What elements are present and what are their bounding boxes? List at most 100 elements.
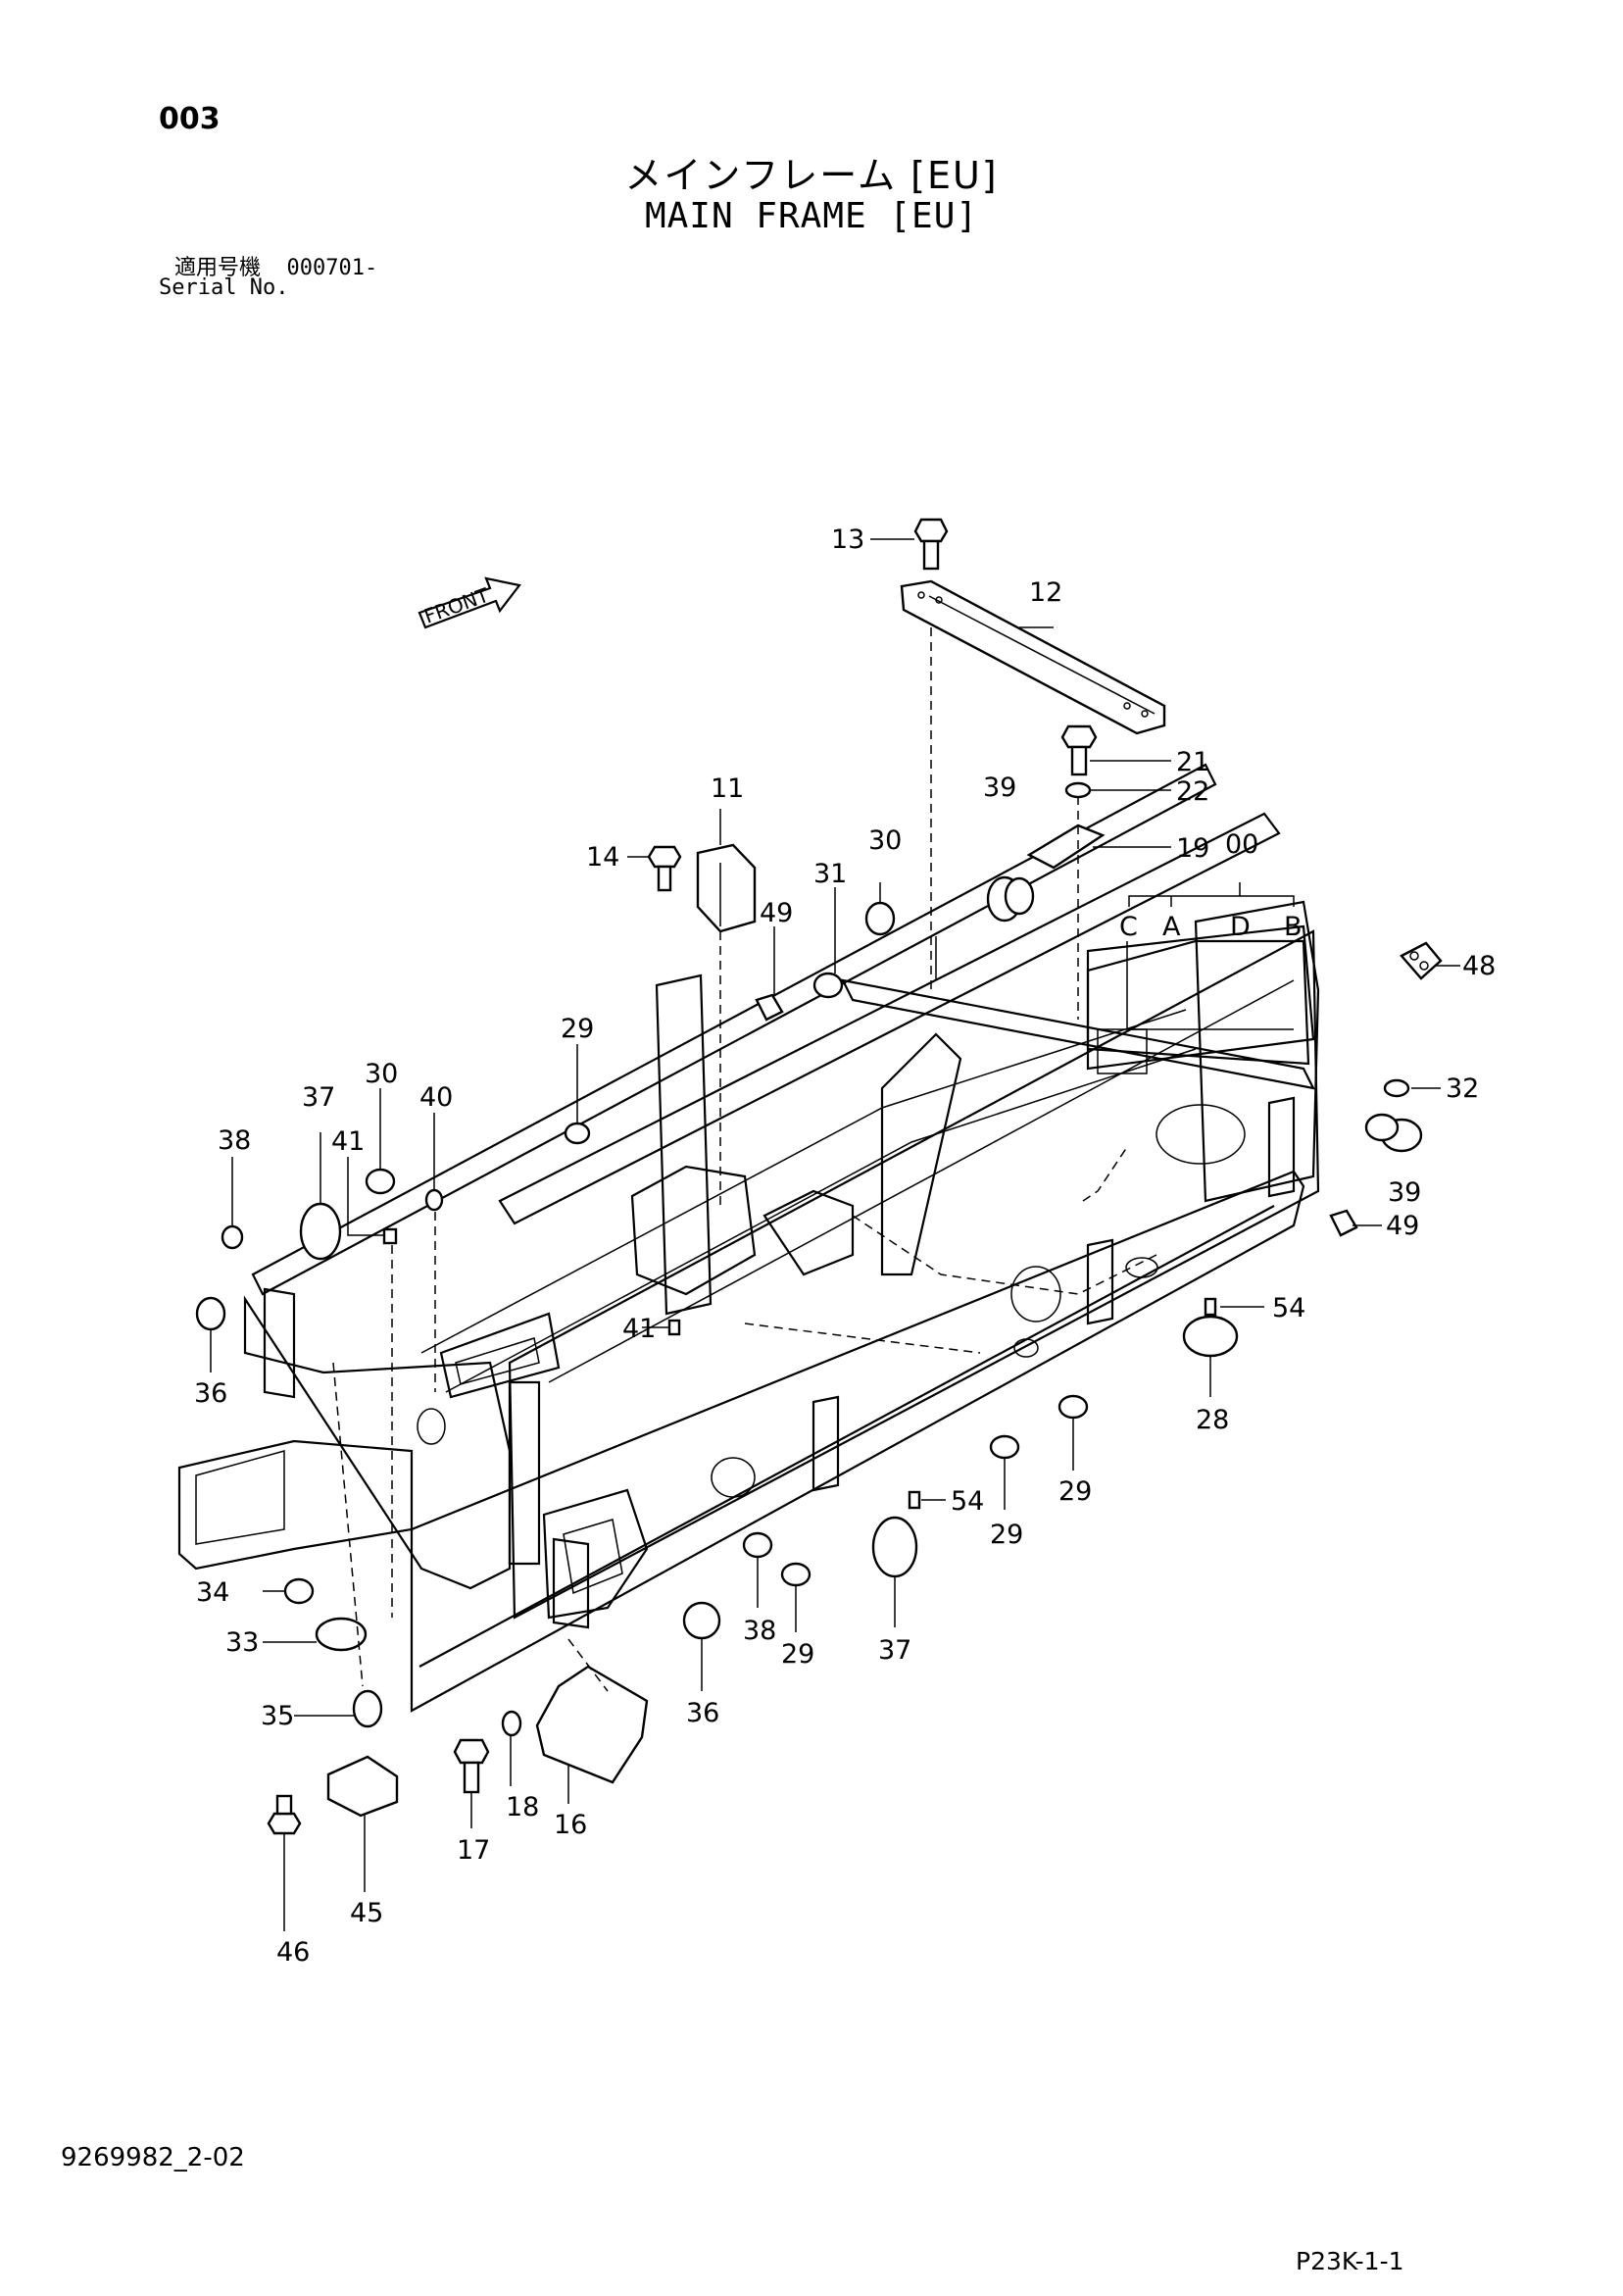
part-49-nut-lower [1329, 1209, 1358, 1237]
callout-22: 22 [1176, 776, 1209, 807]
callout-16: 16 [554, 1810, 587, 1840]
page-title-japanese: メインフレーム [EU] [624, 154, 999, 197]
callout-35: 35 [261, 1701, 294, 1731]
callout-14: 14 [586, 842, 619, 873]
part-29-grommet-b [1057, 1394, 1089, 1420]
callout-28: 28 [1196, 1405, 1229, 1435]
part-18-washer [501, 1710, 522, 1737]
callout-40: 40 [419, 1082, 453, 1113]
callout-38-right: 38 [743, 1616, 776, 1646]
callout-labels: 13 12 21 22 19 00 C A D B 39 48 32 39 49… [194, 524, 1496, 1968]
callout-54-right: 54 [1272, 1293, 1305, 1323]
page-title-english: MAIN FRAME [EU] [644, 196, 979, 236]
callout-49-left: 49 [760, 898, 793, 928]
diagram-id: 9269982_2-02 [61, 2143, 245, 2172]
part-54-pin-left [908, 1490, 921, 1510]
exploded-parts [195, 518, 1443, 1835]
part-49-nut-upper [755, 993, 784, 1022]
part-48-plate [1400, 941, 1443, 980]
part-36-grommet-left [195, 1296, 226, 1331]
callout-38-left: 38 [218, 1125, 251, 1156]
callout-34: 34 [196, 1577, 229, 1608]
callout-37-left: 37 [302, 1082, 335, 1113]
part-39-bush-upper [986, 875, 1035, 923]
part-21-bolt [1060, 724, 1098, 776]
part-46-bolt [267, 1794, 302, 1835]
serial-label-english: Serial No. [159, 275, 289, 300]
callout-33: 33 [225, 1627, 259, 1658]
part-13-bolt [913, 518, 949, 571]
part-33-grommet [315, 1617, 368, 1652]
callout-29-a: 29 [561, 1014, 594, 1044]
part-45-bracket [326, 1755, 399, 1818]
front-arrow-label: FRONT [421, 583, 493, 628]
callout-32: 32 [1446, 1073, 1479, 1104]
serial-number-value: 000701- [286, 256, 378, 280]
callout-12: 12 [1029, 577, 1062, 608]
callout-21: 21 [1176, 747, 1209, 777]
part-41-cap-lower [667, 1319, 681, 1336]
part-19-plate [1026, 824, 1106, 870]
part-30-grommet-upper [864, 901, 896, 936]
callout-29-b: 29 [1058, 1476, 1092, 1507]
callout-49-right: 49 [1386, 1211, 1419, 1241]
callout-29-d: 29 [781, 1639, 814, 1670]
callout-00: 00 [1225, 829, 1258, 860]
callout-31: 31 [813, 859, 847, 889]
callout-37-right: 37 [878, 1635, 911, 1666]
callout-D: D [1230, 912, 1251, 942]
part-37-ring-left [299, 1202, 342, 1261]
callout-36-right: 36 [686, 1698, 719, 1728]
callout-36-left: 36 [194, 1378, 227, 1409]
part-17-bolt [453, 1738, 490, 1794]
part-29-grommet-a [564, 1122, 591, 1145]
part-28-grommet [1182, 1315, 1239, 1358]
main-frame-body [177, 763, 1320, 1713]
callout-45: 45 [350, 1898, 383, 1928]
callout-C: C [1119, 912, 1138, 942]
part-38-grommet-right [742, 1531, 773, 1559]
part-36-grommet-right [682, 1601, 721, 1640]
part-40-pin [424, 1188, 444, 1212]
part-54-pin-right [1204, 1297, 1217, 1317]
part-39-bush-lower [1364, 1113, 1423, 1153]
callout-11: 11 [711, 774, 744, 804]
callout-39-upper: 39 [983, 773, 1016, 803]
callout-48: 48 [1462, 951, 1496, 981]
part-31-grommet [812, 972, 844, 999]
part-38-grommet-left [221, 1224, 244, 1250]
part-32-grommet [1383, 1078, 1410, 1098]
callout-18: 18 [506, 1792, 539, 1822]
serial-label-japanese: 適用号機 [174, 256, 262, 280]
callout-17: 17 [457, 1835, 490, 1866]
part-34-grommet [283, 1577, 315, 1605]
serial-number-line: 適用号機 000701- [174, 250, 377, 281]
callout-41-upper: 41 [331, 1126, 365, 1157]
part-14-bolt [647, 845, 682, 892]
callout-30-upper: 30 [868, 825, 902, 856]
part-22-washer [1064, 781, 1092, 799]
callout-30-left: 30 [365, 1059, 398, 1089]
part-29-grommet-c [989, 1434, 1020, 1460]
callout-13: 13 [831, 524, 864, 555]
part-35-grommet [352, 1689, 383, 1728]
part-30-grommet-left [365, 1168, 396, 1195]
part-29-grommet-d [780, 1562, 812, 1587]
callout-A: A [1162, 912, 1181, 942]
callout-46: 46 [276, 1937, 310, 1968]
part-12-beam [900, 579, 1166, 735]
callout-B: B [1284, 912, 1303, 942]
front-direction-arrow: FRONT [418, 576, 521, 629]
part-37-ring-right [871, 1516, 918, 1578]
callout-39-lower: 39 [1388, 1177, 1421, 1208]
callout-54-left: 54 [951, 1486, 984, 1517]
part-41-cap-upper [382, 1227, 398, 1245]
callout-29-c: 29 [990, 1520, 1023, 1550]
part-11-bracket [696, 843, 757, 933]
part-16-cover [535, 1665, 649, 1784]
callout-19: 19 [1176, 833, 1209, 864]
page-code: 003 [159, 102, 221, 136]
leader-lines [210, 538, 1460, 1931]
page-reference: P23K-1-1 [1296, 2247, 1404, 2275]
